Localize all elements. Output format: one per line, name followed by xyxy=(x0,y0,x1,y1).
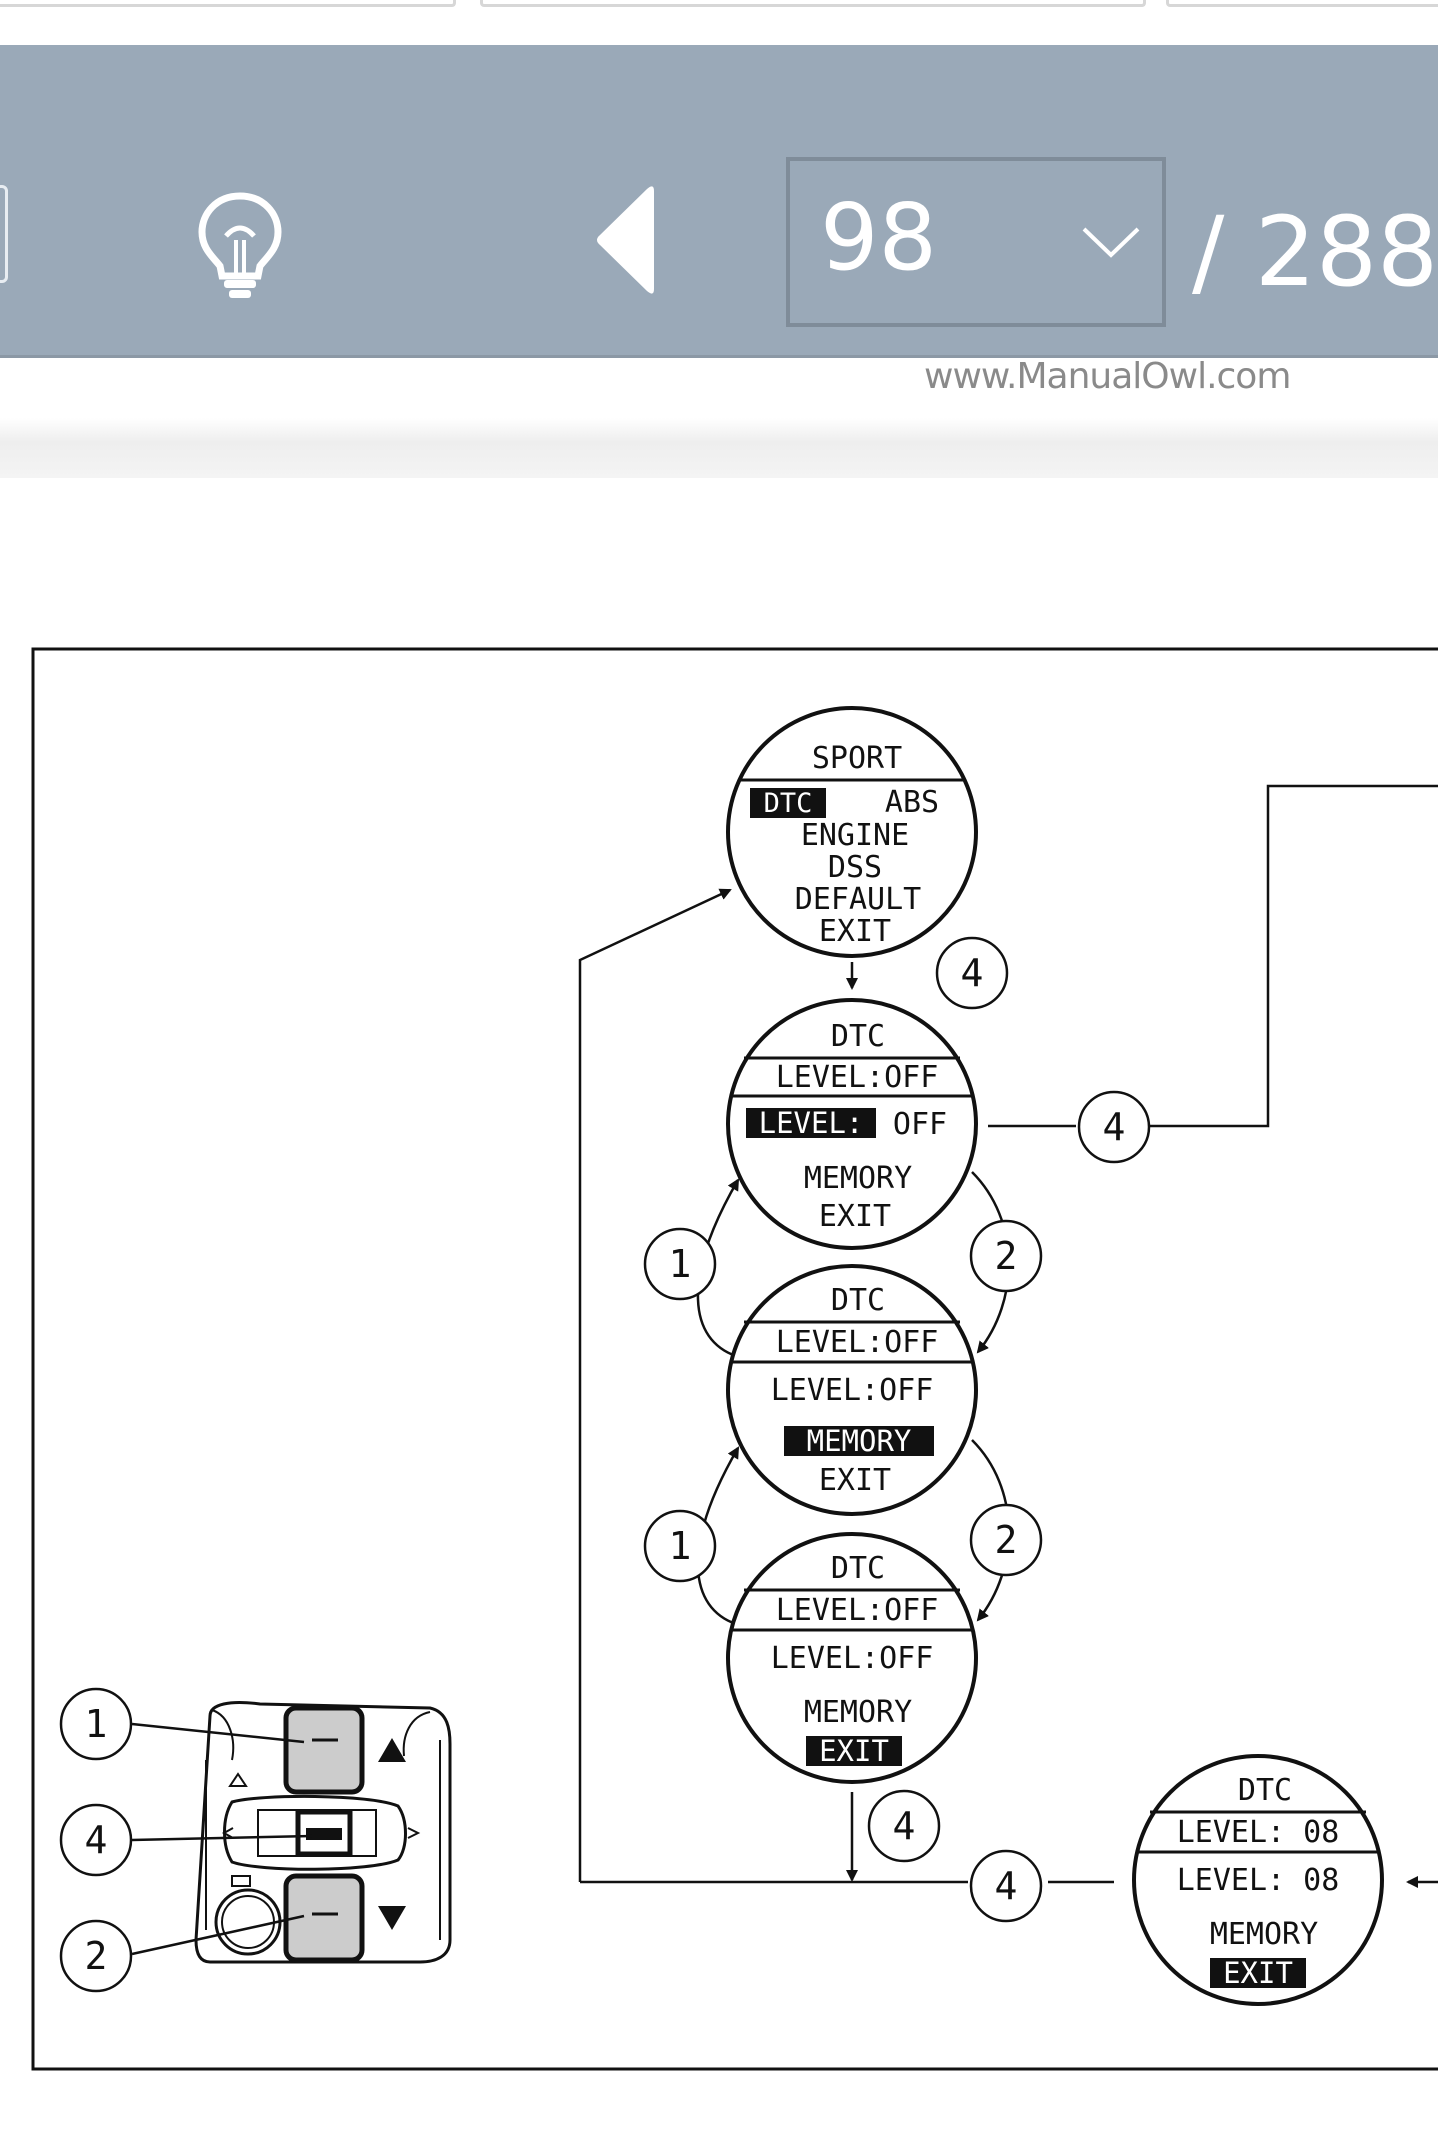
diagram-frame xyxy=(31,647,1438,2071)
screen-title: DTC xyxy=(831,1283,885,1318)
level-header: LEVEL:OFF xyxy=(776,1325,939,1360)
svg-text:4: 4 xyxy=(995,1864,1018,1908)
leader-line xyxy=(131,1834,313,1842)
callout-4: 4 xyxy=(935,936,1009,1010)
svg-text:1: 1 xyxy=(85,1702,108,1746)
sidebar-toggle-icon[interactable] xyxy=(0,185,8,283)
menu-item-exit-selected: EXIT xyxy=(1223,1956,1293,1990)
down-triangle-icon xyxy=(378,1906,406,1930)
menu-item-exit-selected: EXIT xyxy=(819,1734,889,1768)
screen-title: DTC xyxy=(831,1019,885,1054)
level-header: LEVEL: 08 xyxy=(1177,1815,1340,1850)
menu-item-level: LEVEL: 08 xyxy=(1177,1863,1340,1898)
callout-4: 4 xyxy=(59,1803,133,1877)
lightbulb-icon[interactable] xyxy=(196,190,284,302)
callout-1: 1 xyxy=(643,1509,717,1583)
menu-item-exit: EXIT xyxy=(819,914,891,949)
svg-text:1: 1 xyxy=(669,1242,692,1286)
menu-item-exit: EXIT xyxy=(819,1463,891,1498)
svg-text:4: 4 xyxy=(961,951,984,995)
callout-4: 4 xyxy=(867,1789,941,1863)
screen-title: SPORT xyxy=(812,741,902,776)
level-label-selected: LEVEL: xyxy=(759,1106,864,1140)
svg-text:1: 1 xyxy=(669,1524,692,1568)
callout-2: 2 xyxy=(59,1919,133,1993)
callout-4: 4 xyxy=(969,1849,1043,1923)
level-value: OFF xyxy=(893,1107,947,1142)
screen-dtc-memory: DTC LEVEL:OFF LEVEL:OFF MEMORY EXIT xyxy=(726,1264,978,1516)
level-header: LEVEL:OFF xyxy=(776,1060,939,1095)
menu-item-exit: EXIT xyxy=(819,1199,891,1234)
down-button xyxy=(283,1873,365,1963)
level-header: LEVEL:OFF xyxy=(776,1593,939,1628)
page-header-band xyxy=(0,358,1438,478)
menu-item-level: LEVEL:OFF xyxy=(771,1641,934,1676)
tab-strip xyxy=(0,0,1438,45)
callout-4: 4 xyxy=(1077,1090,1151,1164)
tab[interactable] xyxy=(480,0,1146,7)
screen-sport: SPORT DTC ABS ENGINE DSS DEFAULT EXIT xyxy=(726,706,978,958)
svg-text:4: 4 xyxy=(1103,1105,1126,1149)
screen-dtc-level-08: DTC LEVEL: 08 LEVEL: 08 MEMORY EXIT xyxy=(1132,1754,1384,2006)
menu-item-memory: MEMORY xyxy=(804,1161,912,1196)
menu-item-dss: DSS xyxy=(828,850,882,885)
menu-item-engine: ENGINE xyxy=(801,818,909,853)
svg-text:2: 2 xyxy=(995,1234,1018,1278)
previous-page-icon[interactable] xyxy=(592,185,664,295)
menu-item-dtc: DTC xyxy=(764,788,813,819)
menu-item-memory: MEMORY xyxy=(1210,1917,1318,1952)
watermark: www.ManualOwl.com xyxy=(924,356,1291,397)
tab[interactable] xyxy=(1166,0,1438,7)
menu-item-level: LEVEL:OFF xyxy=(771,1373,934,1408)
page-total: / 288 xyxy=(1192,196,1438,308)
handlebar-switch-illustration xyxy=(194,1701,452,1964)
screen-title: DTC xyxy=(831,1551,885,1586)
up-button xyxy=(283,1705,365,1795)
svg-text:4: 4 xyxy=(893,1804,916,1848)
callout-1: 1 xyxy=(643,1227,717,1301)
dtc-menu-diagram: SPORT DTC ABS ENGINE DSS DEFAULT EXIT DT… xyxy=(31,647,1438,2071)
menu-item-default: DEFAULT xyxy=(795,882,921,917)
page-current: 98 xyxy=(820,184,938,291)
svg-text:4: 4 xyxy=(85,1818,108,1862)
up-triangle-icon xyxy=(378,1738,406,1762)
screen-title: DTC xyxy=(1238,1773,1292,1808)
callout-1: 1 xyxy=(59,1687,133,1761)
chevron-down-icon xyxy=(1082,227,1140,258)
tab[interactable] xyxy=(0,0,456,7)
menu-item-memory: MEMORY xyxy=(804,1695,912,1730)
menu-item-abs: ABS xyxy=(885,785,939,820)
screen-dtc-exit: DTC LEVEL:OFF LEVEL:OFF MEMORY EXIT xyxy=(726,1532,978,1784)
leader-line xyxy=(131,1914,305,1956)
callout-2: 2 xyxy=(969,1219,1043,1293)
connector-line xyxy=(1150,784,1438,1128)
select-button xyxy=(295,1809,353,1857)
viewer-toolbar: 98 / 288 xyxy=(0,45,1438,358)
return-arrow xyxy=(578,888,732,1882)
svg-text:2: 2 xyxy=(85,1934,108,1978)
svg-text:2: 2 xyxy=(995,1518,1018,1562)
up-arrow xyxy=(696,1178,740,1358)
screen-dtc-level: DTC LEVEL:OFF LEVEL: OFF MEMORY EXIT xyxy=(726,998,978,1250)
callout-2: 2 xyxy=(969,1503,1043,1577)
menu-item-memory-selected: MEMORY xyxy=(807,1424,912,1458)
leader-line xyxy=(131,1722,305,1744)
page-select[interactable]: 98 xyxy=(786,157,1166,327)
